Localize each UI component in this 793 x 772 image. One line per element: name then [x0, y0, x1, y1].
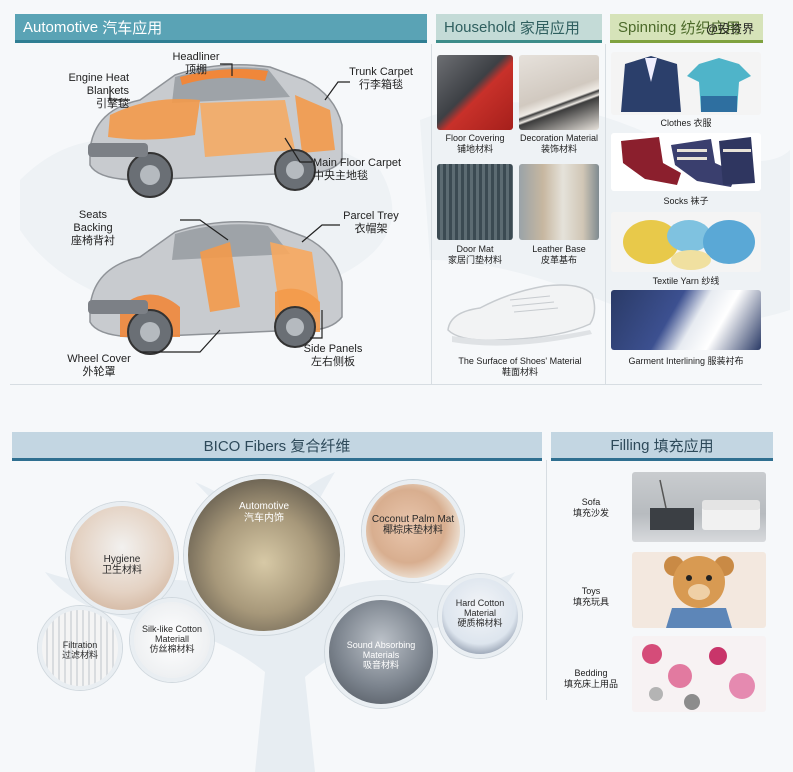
divider	[10, 384, 762, 385]
car-bottom-illustration	[88, 221, 343, 355]
sofa-photo	[632, 472, 766, 542]
clothes-photo	[611, 52, 761, 115]
shoe-photo	[447, 284, 596, 346]
bedding-photo	[632, 636, 766, 712]
automotive-header: Automotive 汽车应用	[15, 14, 427, 43]
leather-base-photo	[519, 164, 599, 240]
floor-covering-photo	[437, 55, 513, 130]
garment-interlining-label: Garment Interlining 服装衬布	[628, 356, 744, 366]
filling-header: Filling 填充应用	[551, 432, 773, 461]
garment-interlining-photo	[611, 290, 761, 350]
socks-photo	[611, 133, 761, 191]
bico-header: BICO Fibers 复合纤维	[12, 432, 542, 461]
divider	[431, 44, 432, 384]
clothes-label: Clothes 衣服	[660, 118, 712, 128]
car-top-illustration	[88, 64, 343, 198]
socks-label: Socks 袜子	[663, 196, 709, 206]
textile-yarn-label: Textile Yarn 纱线	[652, 276, 720, 286]
textile-yarn-photo	[611, 212, 761, 272]
watermark: @投资界	[706, 22, 755, 36]
door-mat-photo	[437, 164, 513, 240]
leader-lines	[109, 63, 350, 353]
toys-photo	[632, 552, 766, 628]
household-header: Household 家居应用	[436, 14, 602, 43]
spinning-header: Spinning 纺织应用	[610, 14, 763, 43]
divider	[546, 460, 547, 700]
decoration-material-photo	[519, 55, 599, 130]
divider	[605, 44, 606, 384]
